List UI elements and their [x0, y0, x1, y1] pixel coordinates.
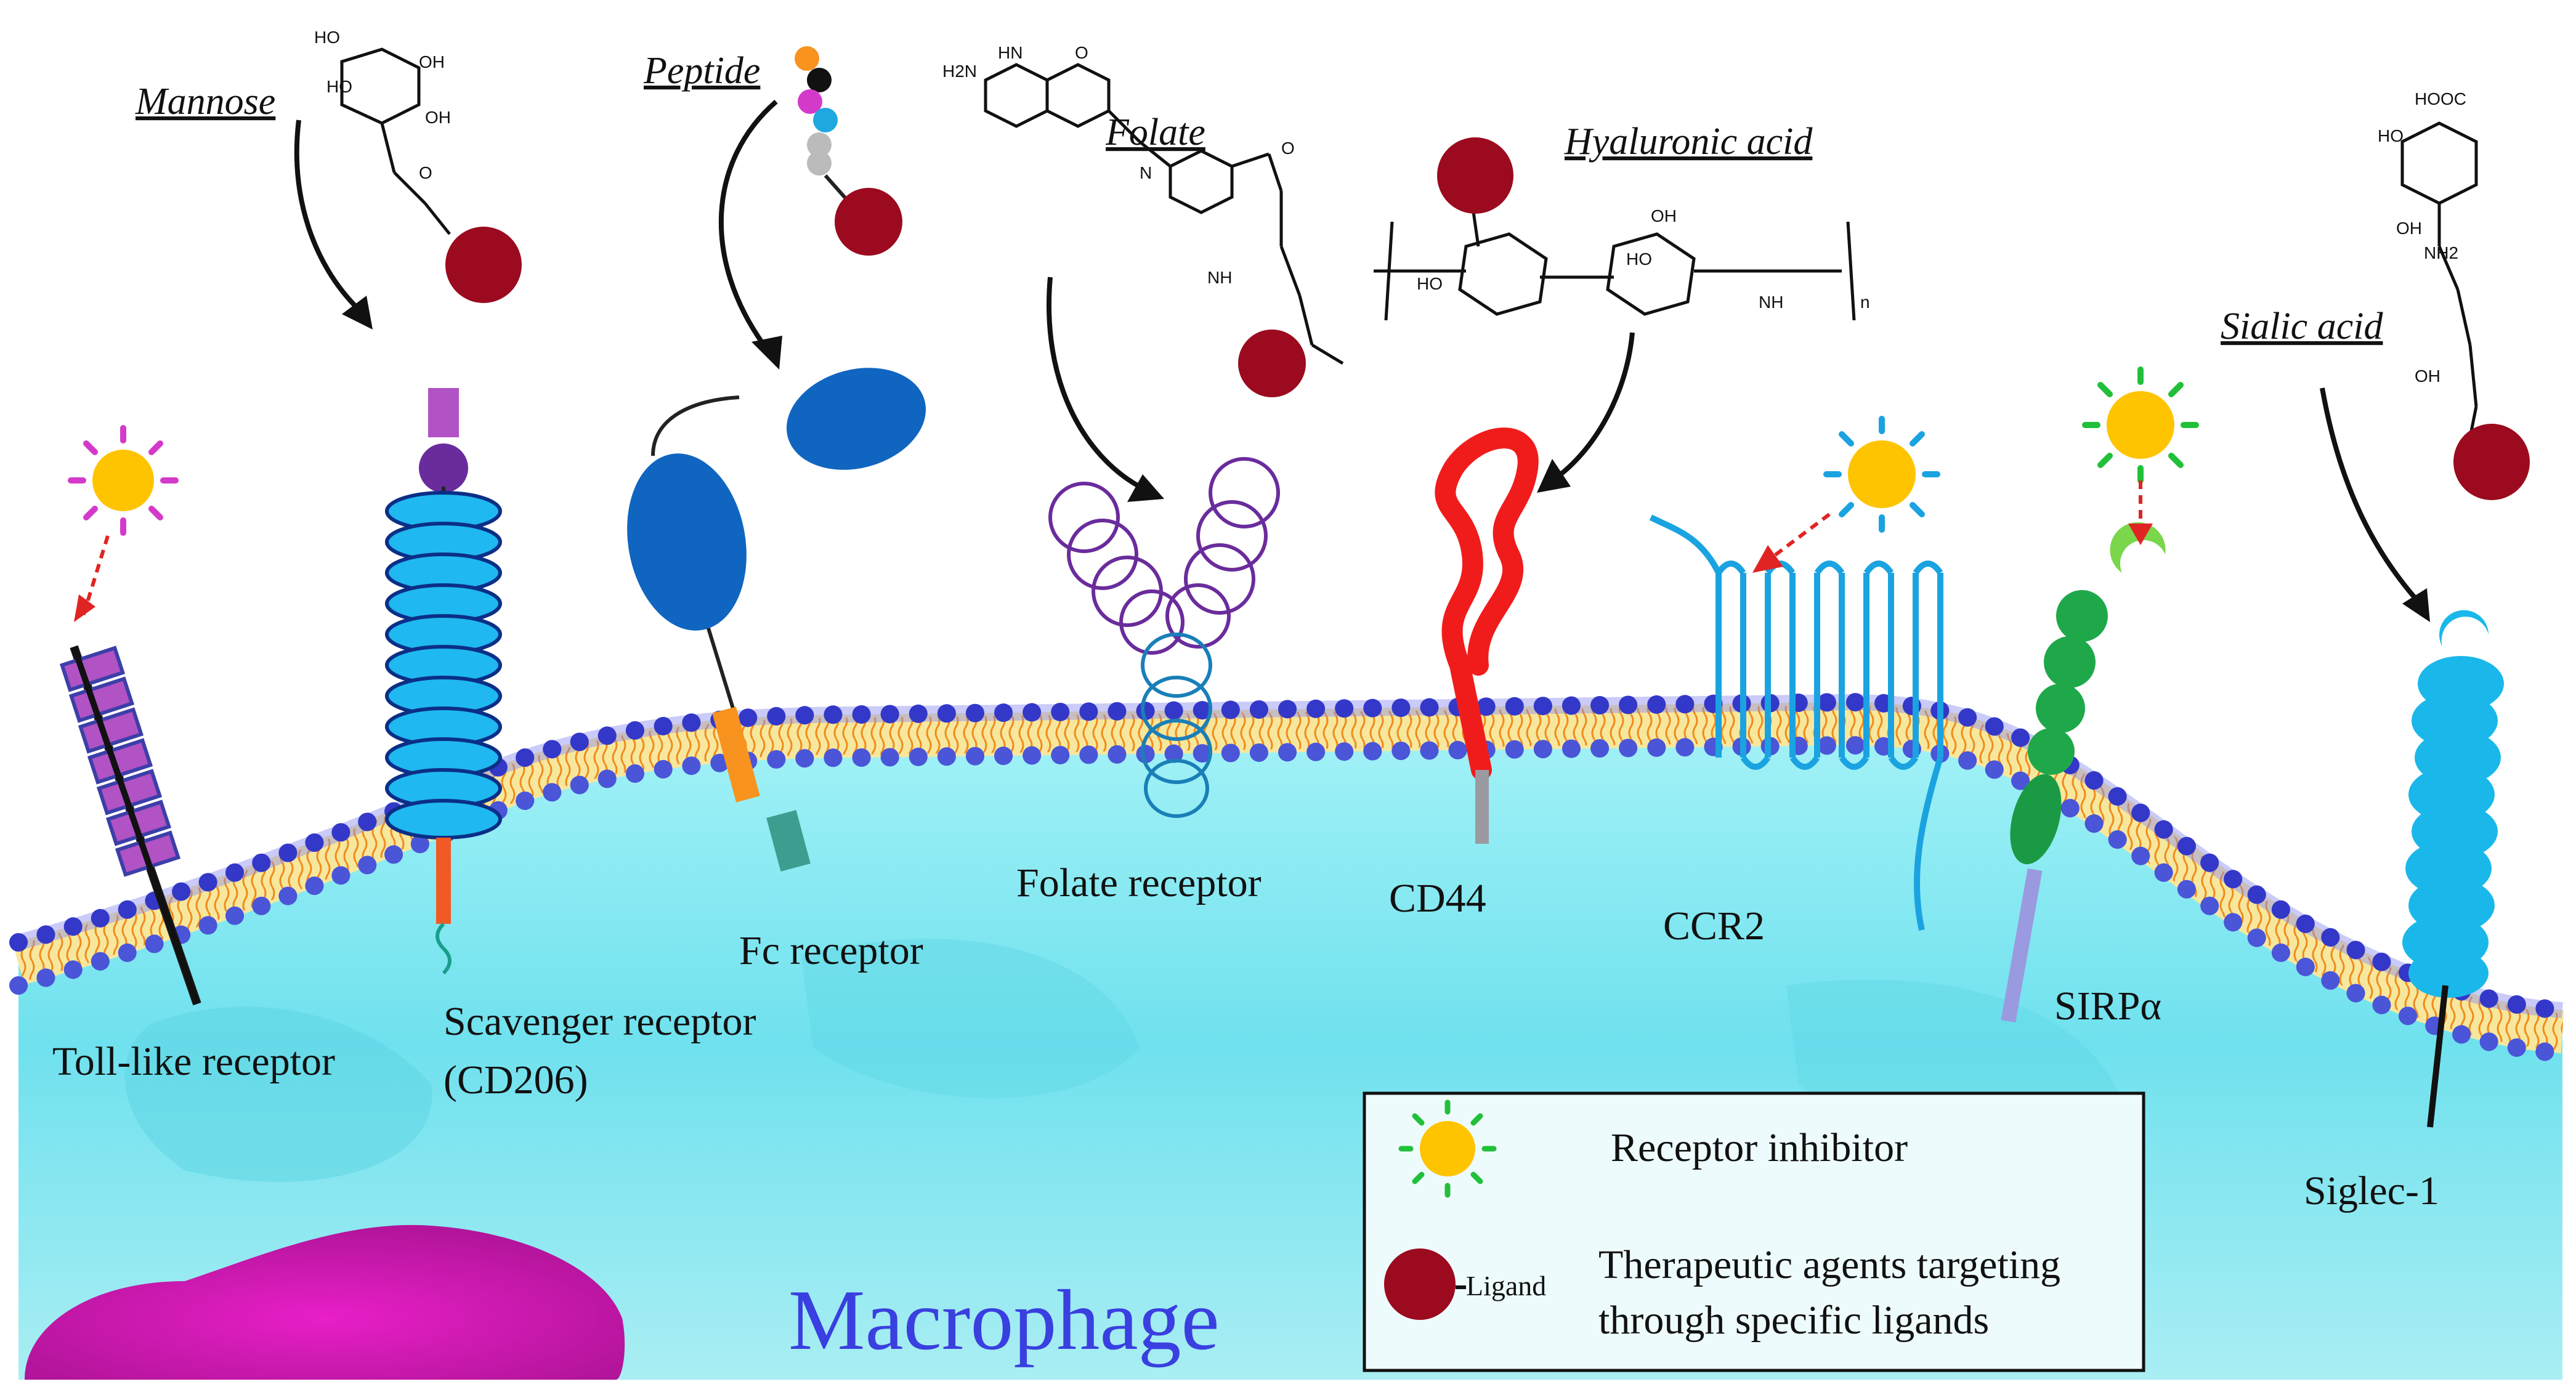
mannose-oh2-label: OH: [425, 108, 451, 127]
tlr-inhibitor-icon: [68, 425, 179, 622]
peptide-arrow: [718, 99, 778, 347]
sirp-alpha-receptor: [2001, 522, 2166, 1023]
sialic-ligand-ball: [2453, 424, 2530, 500]
sialic-ho-label: HO: [2378, 126, 2404, 145]
folate-nh-label: NH: [1207, 268, 1232, 287]
mannose-ho2-label: HO: [326, 77, 352, 96]
legend-inhibitor-icon: [1398, 1099, 1497, 1198]
sialic-arrow: [2320, 387, 2417, 599]
mannose-structure: [340, 47, 451, 235]
peptide-ligand: [795, 46, 902, 256]
sialic-arrowhead: [2402, 588, 2430, 622]
fc-receptor-label: Fc receptor: [739, 928, 923, 973]
ha-oh-label: OH: [1651, 206, 1677, 225]
folate-o2-label: O: [1281, 139, 1295, 158]
folate-receptor-label: Folate receptor: [1016, 860, 1262, 905]
membrane-outer-beads: [9, 692, 2572, 1019]
membrane-inner-beads: [9, 735, 2572, 1062]
scavenger-receptor-sub-label: (CD206): [444, 1058, 588, 1103]
mannose-arrow: [294, 119, 359, 310]
macrophage-label: Macrophage: [788, 1273, 1220, 1368]
cytoplasm-patch: [801, 939, 1140, 1098]
sialic-acid-label: Sialic acid: [2221, 305, 2383, 347]
peptide-arrowhead: [751, 336, 782, 370]
folate-ligand-ball: [1238, 330, 1306, 397]
ha-n-label: n: [1860, 293, 1870, 312]
nucleus: [25, 1224, 625, 1380]
hyaluronic-acid-label: Hyaluronic acid: [1564, 121, 1813, 163]
ha-ho2-label: HO: [1626, 249, 1652, 269]
legend-inhibitor-text: Receptor inhibitor: [1611, 1125, 1908, 1170]
legend-box: Receptor inhibitor Ligand Therapeutic ag…: [1363, 1091, 2145, 1372]
membrane-lipid-tails: [13, 705, 2564, 1050]
cd44-label: CD44: [1389, 876, 1486, 921]
toll-like-receptor-label: Toll-like receptor: [52, 1039, 335, 1084]
legend-agents-line2: through specific ligands: [1598, 1298, 1989, 1343]
ha-arrowhead: [1537, 459, 1571, 493]
mannose-arrowhead: [342, 296, 373, 330]
sialic-oh2-label: OH: [2415, 366, 2440, 386]
mannose-label: Mannose: [135, 81, 275, 123]
fc-receptor: [627, 368, 926, 872]
cd44-receptor: [1435, 427, 1539, 844]
sialic-acid-structure: [2400, 121, 2478, 438]
ccr2-inhibitor-icon: [1752, 416, 1940, 573]
ha-ho-label: HO: [1417, 274, 1443, 293]
siglec-1-label: Siglec-1: [2304, 1168, 2439, 1213]
sirp-inhibitor-icon: [2082, 366, 2199, 545]
sirp-alpha-label: SIRPα: [2054, 984, 2161, 1029]
ha-nh-label: NH: [1759, 293, 1783, 312]
sialic-nh2-label: NH2: [2424, 243, 2458, 262]
mannose-o-label: O: [419, 163, 432, 182]
legend-ligand-ball: [1384, 1248, 1456, 1320]
toll-like-receptor: [59, 645, 201, 1006]
cytoplasm-patch: [124, 1006, 432, 1182]
ha-arrow: [1550, 332, 1635, 483]
folate-h2n-label: H2N: [942, 62, 977, 81]
folate-ligand-structure: [984, 63, 1344, 365]
mannose-oh-label: OH: [419, 52, 445, 71]
folate-arrow: [1046, 277, 1141, 489]
ccr2-receptor: [1649, 514, 1943, 931]
scavenger-receptor: [385, 388, 502, 975]
siglec-1-receptor: [2402, 610, 2504, 1128]
mannose-ligand-ball: [445, 227, 522, 303]
ha-ligand-ball: [1437, 137, 1513, 214]
folate-o-label: O: [1075, 43, 1088, 62]
mannose-ho-label: HO: [314, 28, 340, 47]
legend-ligand-tag: Ligand: [1466, 1270, 1546, 1301]
folate-n-label: N: [1140, 163, 1152, 182]
peptide-label: Peptide: [643, 50, 760, 92]
folate-receptor: [1048, 457, 1280, 818]
sialic-oh-label: OH: [2396, 219, 2422, 238]
folate-label: Folate: [1105, 111, 1205, 153]
sialic-hooc-label: HOOC: [2415, 89, 2466, 108]
legend-agents-line1: Therapeutic agents targeting: [1598, 1242, 2060, 1287]
ccr2-label: CCR2: [1663, 904, 1765, 949]
folate-arrowhead: [1127, 474, 1164, 502]
scavenger-receptor-label: Scavenger receptor: [444, 999, 756, 1044]
folate-hn-label: HN: [998, 43, 1023, 62]
